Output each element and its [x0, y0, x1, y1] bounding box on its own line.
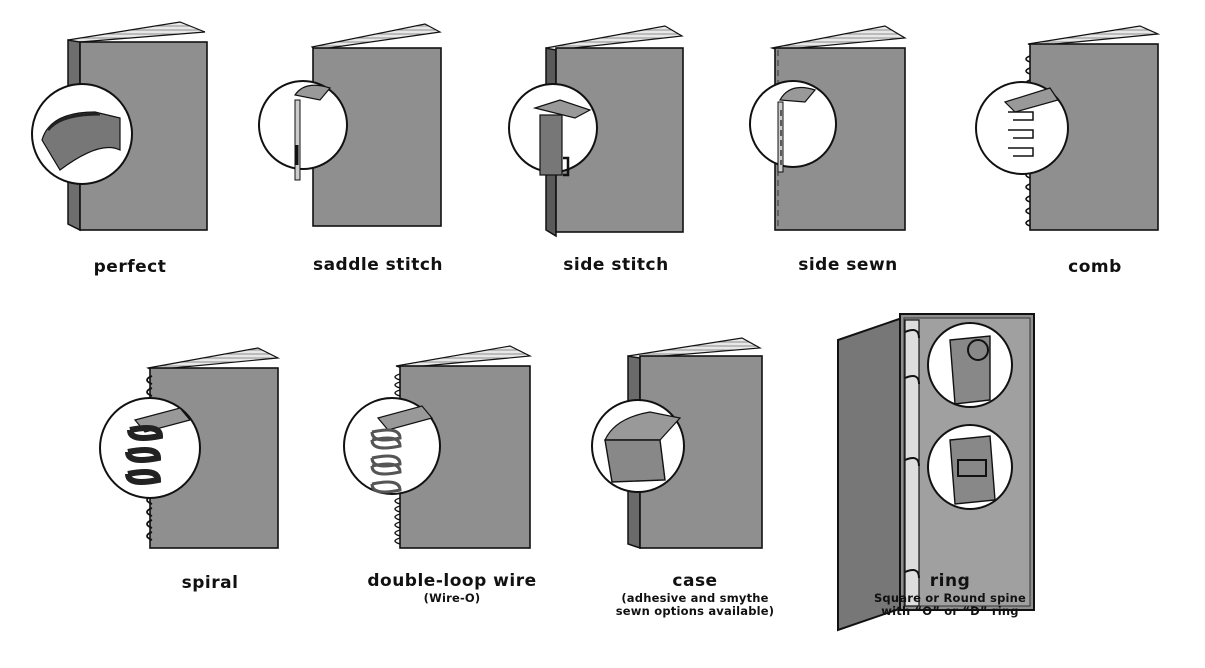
- label-spiral-name: spiral: [181, 573, 239, 593]
- label-spiral: spiral: [140, 573, 280, 594]
- ring-binder-illustration: [837, 313, 1035, 632]
- label-wireo-name: double-loop wire: [367, 571, 537, 591]
- label-double-loop-wire: double-loop wire (Wire-O): [352, 571, 552, 605]
- label-ring: ring Square or Round spine with “O” or “…: [840, 571, 1060, 618]
- saddle-stitch-binding-illustration: [258, 23, 442, 227]
- label-comb-name: comb: [1068, 257, 1122, 277]
- side-sewn-binding-illustration: [749, 25, 907, 231]
- label-wireo-sub: (Wire-O): [423, 590, 481, 605]
- label-perfect: perfect: [70, 257, 190, 278]
- label-perfect-name: perfect: [93, 257, 167, 277]
- label-saddle-stitch: saddle stitch: [298, 255, 458, 276]
- label-side-stitch-name: side stitch: [563, 255, 669, 275]
- perfect-binding-illustration: [31, 21, 208, 232]
- label-comb: comb: [1040, 257, 1150, 278]
- side-stitch-binding-illustration: [508, 25, 684, 238]
- label-saddle-name: saddle stitch: [312, 255, 444, 275]
- label-side-stitch: side stitch: [546, 255, 686, 276]
- label-side-sewn-name: side sewn: [798, 255, 898, 275]
- label-ring-sub: Square or Round spine with “O” or “D” ri…: [873, 590, 1027, 618]
- label-case-name: case: [672, 571, 718, 591]
- label-side-sewn: side sewn: [778, 255, 918, 276]
- comb-binding-illustration: [975, 25, 1161, 231]
- label-case: case (adhesive and smythe sewn options a…: [585, 571, 805, 618]
- case-binding-illustration: [591, 337, 763, 550]
- double-loop-wire-binding-illustration: [343, 345, 533, 549]
- label-case-sub: (adhesive and smythe sewn options availa…: [615, 590, 775, 618]
- label-ring-name: ring: [929, 571, 971, 591]
- spiral-binding-illustration: [99, 347, 281, 549]
